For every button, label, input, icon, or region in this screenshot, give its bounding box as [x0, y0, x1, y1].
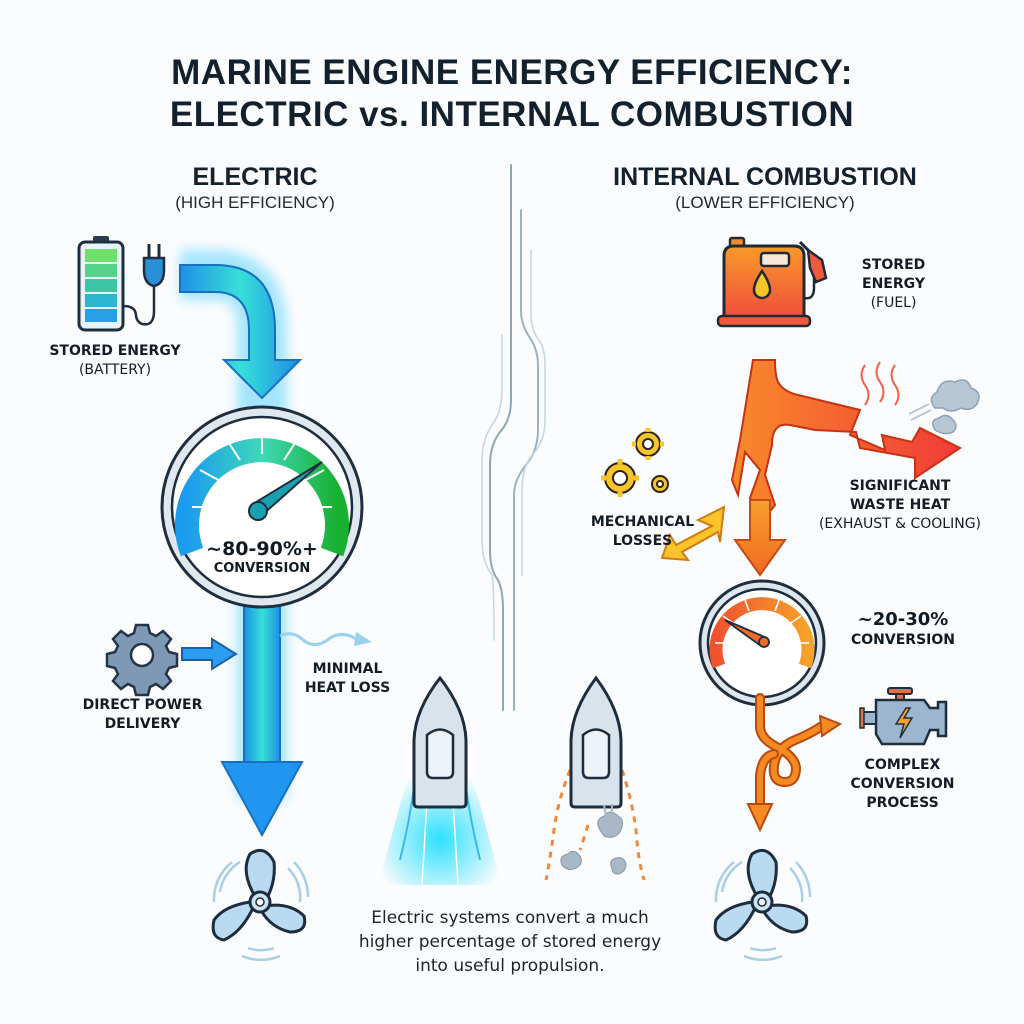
- electric-gauge-icon: [160, 405, 364, 609]
- title-line-1: MARINE ENGINE ENERGY EFFICIENCY:: [171, 53, 853, 92]
- waste-line2: WASTE HEAT: [849, 497, 951, 513]
- combustion-gauge-label: CONVERSION: [851, 632, 955, 648]
- electric-subtitle: (HIGH EFFICIENCY): [175, 193, 335, 212]
- waste-sub: (EXHAUST & COOLING): [818, 516, 982, 532]
- battery-text: (BATTERY): [78, 362, 152, 378]
- fuel-can-icon: [716, 236, 828, 328]
- electric-gauge-label: CONVERSION: [213, 561, 311, 576]
- mechanical-losses-label: MECHANICAL LOSSES: [575, 513, 710, 551]
- direct-power-label: DIRECT POWER DELIVERY: [55, 696, 230, 734]
- caption-line3: into useful propulsion.: [415, 956, 605, 976]
- waste-line1: SIGNIFICANT: [849, 478, 951, 494]
- gear-icon: [105, 623, 179, 697]
- title-line-2: ELECTRIC vs. INTERNAL COMBUSTION: [169, 95, 855, 134]
- fuel-line2: ENERGY: [862, 276, 925, 292]
- electric-stored-energy-label: STORED ENERGY (BATTERY): [30, 342, 200, 380]
- combustion-gauge-value: ~20-30%: [857, 609, 949, 630]
- fuel-stored-energy-label: STORED ENERGY (FUEL): [846, 256, 941, 313]
- electric-propeller-icon: [211, 848, 310, 962]
- electric-gauge-reading: ~80-90%+ CONVERSION: [190, 538, 334, 578]
- waste-heat-label: SIGNIFICANT WASTE HEAT (EXHAUST & COOLIN…: [800, 477, 1000, 534]
- minimal-heat-loss-label: MINIMAL HEAT LOSS: [290, 660, 405, 698]
- direct-power-line2: DELIVERY: [104, 716, 181, 732]
- complex-line2: CONVERSION: [850, 776, 955, 792]
- gears-icon: [601, 428, 669, 497]
- center-divider: [481, 164, 546, 711]
- engine-icon: [859, 687, 948, 746]
- fuel-line1: STORED: [861, 257, 926, 273]
- summary-caption: Electric systems convert a much higher p…: [320, 906, 700, 978]
- electric-flow-arrow: [179, 250, 304, 838]
- electric-gauge-value: ~80-90%+: [206, 538, 318, 560]
- combustion-flow-arrows: [660, 359, 962, 577]
- combustion-boat-icon: [544, 675, 646, 881]
- complex-line1: COMPLEX: [864, 757, 941, 773]
- combustion-propeller-icon: [713, 848, 812, 962]
- heat-loss-line2: HEAT LOSS: [304, 680, 391, 696]
- combustion-heading: INTERNAL COMBUSTION (LOWER EFFICIENCY): [570, 162, 960, 214]
- complex-path-arrow: [746, 693, 843, 833]
- caption-line2: higher percentage of stored energy: [358, 932, 662, 952]
- electric-heading: ELECTRIC (HIGH EFFICIENCY): [100, 162, 410, 214]
- combustion-title: INTERNAL COMBUSTION: [613, 163, 917, 191]
- combustion-gauge-icon: [698, 579, 826, 707]
- heat-loss-line1: MINIMAL: [312, 661, 383, 677]
- stored-energy-text: STORED ENERGY: [49, 343, 181, 359]
- page-title: MARINE ENGINE ENERGY EFFICIENCY: ELECTRI…: [0, 52, 1024, 136]
- combustion-gauge-reading: ~20-30% CONVERSION: [838, 610, 968, 650]
- electric-boat-icon: [381, 675, 499, 886]
- combustion-subtitle: (LOWER EFFICIENCY): [675, 193, 855, 212]
- complex-line3: PROCESS: [866, 795, 939, 811]
- smoke-cloud-icon: [908, 379, 980, 435]
- direct-power-line1: DIRECT POWER: [82, 697, 203, 713]
- direct-power-arrow: [181, 637, 238, 671]
- wavy-arrow-icon: [279, 632, 372, 646]
- mech-line2: LOSSES: [612, 533, 673, 549]
- caption-line1: Electric systems convert a much: [371, 908, 649, 928]
- fuel-sub: (FUEL): [870, 295, 917, 311]
- complex-process-label: COMPLEX CONVERSION PROCESS: [835, 756, 970, 813]
- mech-line1: MECHANICAL: [590, 514, 695, 530]
- electric-title: ELECTRIC: [192, 163, 318, 191]
- battery-plug-icon: [77, 236, 166, 332]
